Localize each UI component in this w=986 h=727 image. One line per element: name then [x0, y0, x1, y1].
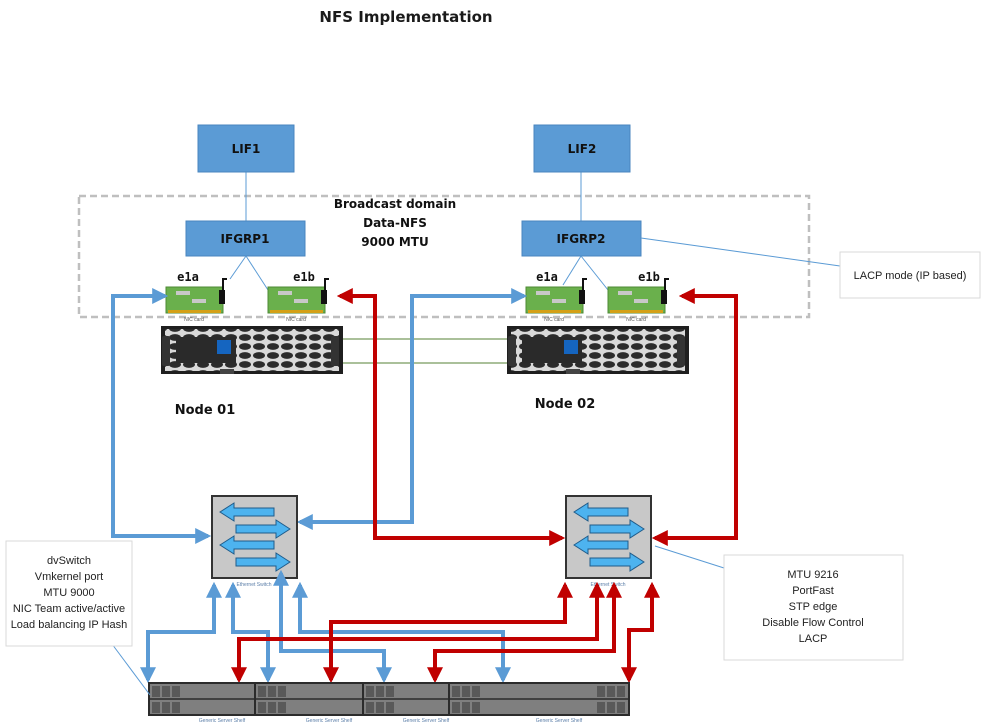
- node1-port-e1b-label: e1b: [293, 270, 315, 284]
- server-shelf[interactable]: Generic Server Shelf: [148, 682, 256, 724]
- link-switch2-shelf-d: [621, 581, 660, 684]
- esxi-callout-line: dvSwitch: [47, 555, 91, 567]
- diagram-title: NFS Implementation: [319, 8, 492, 26]
- nic-card-label: NIC card: [626, 317, 646, 323]
- left-arrow-icon: [219, 502, 275, 522]
- esxi-callout-line: Load balancing IP Hash: [11, 619, 128, 631]
- server-shelf[interactable]: Generic Server Shelf: [254, 682, 364, 724]
- switch-callout-pointer: [654, 545, 725, 569]
- esxi-callout-line: Vmkernel port: [35, 571, 103, 583]
- node2-label: Node 02: [535, 397, 596, 412]
- lif2-label: LIF2: [568, 142, 597, 156]
- ifgrp2-box[interactable]: IFGRP2: [521, 220, 642, 257]
- lif1-label: LIF1: [232, 142, 261, 156]
- server-shelf[interactable]: Generic Server Shelf: [448, 682, 630, 724]
- server-shelf-label: Generic Server Shelf: [199, 718, 246, 724]
- link-node2-e1b-switch2: [651, 288, 738, 546]
- switch-callout-line: STP edge: [789, 601, 838, 613]
- right-arrow-icon: [235, 519, 291, 539]
- nic-card-label: NIC card: [184, 317, 204, 323]
- lif1-box[interactable]: LIF1: [197, 124, 295, 173]
- nic-card-label: NIC card: [286, 317, 306, 323]
- broadcast-domain-label: Broadcast domain: [334, 197, 456, 211]
- switch-label: Ethernet Switch: [236, 582, 271, 588]
- server-shelf[interactable]: Generic Server Shelf: [362, 682, 450, 724]
- left-arrow-icon: [573, 502, 629, 522]
- switch-1[interactable]: Ethernet Switch: [211, 495, 298, 588]
- server-shelf-label: Generic Server Shelf: [403, 718, 450, 724]
- broadcast-domain-name: Data-NFS: [363, 216, 427, 230]
- lacp-callout-text: LACP mode (IP based): [854, 270, 967, 282]
- node2-chassis[interactable]: [507, 326, 689, 374]
- link-node1-e1b-switch2: [336, 288, 566, 546]
- link-switch1-shelf-a: [140, 581, 222, 684]
- nic-card-label: NIC card: [544, 317, 564, 323]
- node1-label: Node 01: [175, 403, 236, 418]
- switch-2[interactable]: Ethernet Switch: [565, 495, 652, 588]
- esxi-callout-pointer: [111, 643, 151, 696]
- right-arrow-icon: [589, 519, 645, 539]
- lacp-callout: LACP mode (IP based): [839, 251, 981, 299]
- server-shelf-label: Generic Server Shelf: [306, 718, 353, 724]
- link-node1-e1a-switch1: [111, 288, 212, 544]
- ifgrp2-label: IFGRP2: [557, 232, 606, 246]
- switch-callout-line: MTU 9216: [787, 569, 838, 581]
- ifgrp1-e1b-link: [245, 255, 269, 291]
- lif2-box[interactable]: LIF2: [533, 124, 631, 173]
- ifgrp1-box[interactable]: IFGRP1: [185, 220, 306, 257]
- node2-nic-e1b[interactable]: NIC card: [607, 278, 669, 323]
- lacp-callout-pointer: [640, 237, 841, 267]
- link-switch2-shelf-c: [427, 581, 622, 684]
- node1-chassis[interactable]: [161, 326, 343, 374]
- node1-port-e1a-label: e1a: [177, 270, 199, 284]
- node1-nic-e1b[interactable]: NIC card: [267, 278, 329, 323]
- server-shelf-label: Generic Server Shelf: [536, 718, 583, 724]
- node2-port-e1a-label: e1a: [536, 270, 558, 284]
- left-arrow-icon: [573, 535, 629, 555]
- switch-callout-line: PortFast: [792, 585, 834, 597]
- node2-port-e1b-label: e1b: [638, 270, 660, 284]
- ifgrp1-label: IFGRP1: [221, 232, 270, 246]
- switch-callout-line: LACP: [799, 633, 828, 645]
- esxi-callout-line: NIC Team active/active: [13, 603, 125, 615]
- switch-callout-line: Disable Flow Control: [762, 617, 863, 629]
- right-arrow-icon: [589, 552, 645, 572]
- broadcast-domain-mtu: 9000 MTU: [361, 235, 428, 249]
- left-arrow-icon: [219, 535, 275, 555]
- ifgrp2-e1b-link: [580, 255, 609, 291]
- ifgrp2-e1a-link: [562, 255, 582, 286]
- esxi-callout-line: MTU 9000: [43, 587, 94, 599]
- ifgrp1-e1a-link: [229, 255, 247, 280]
